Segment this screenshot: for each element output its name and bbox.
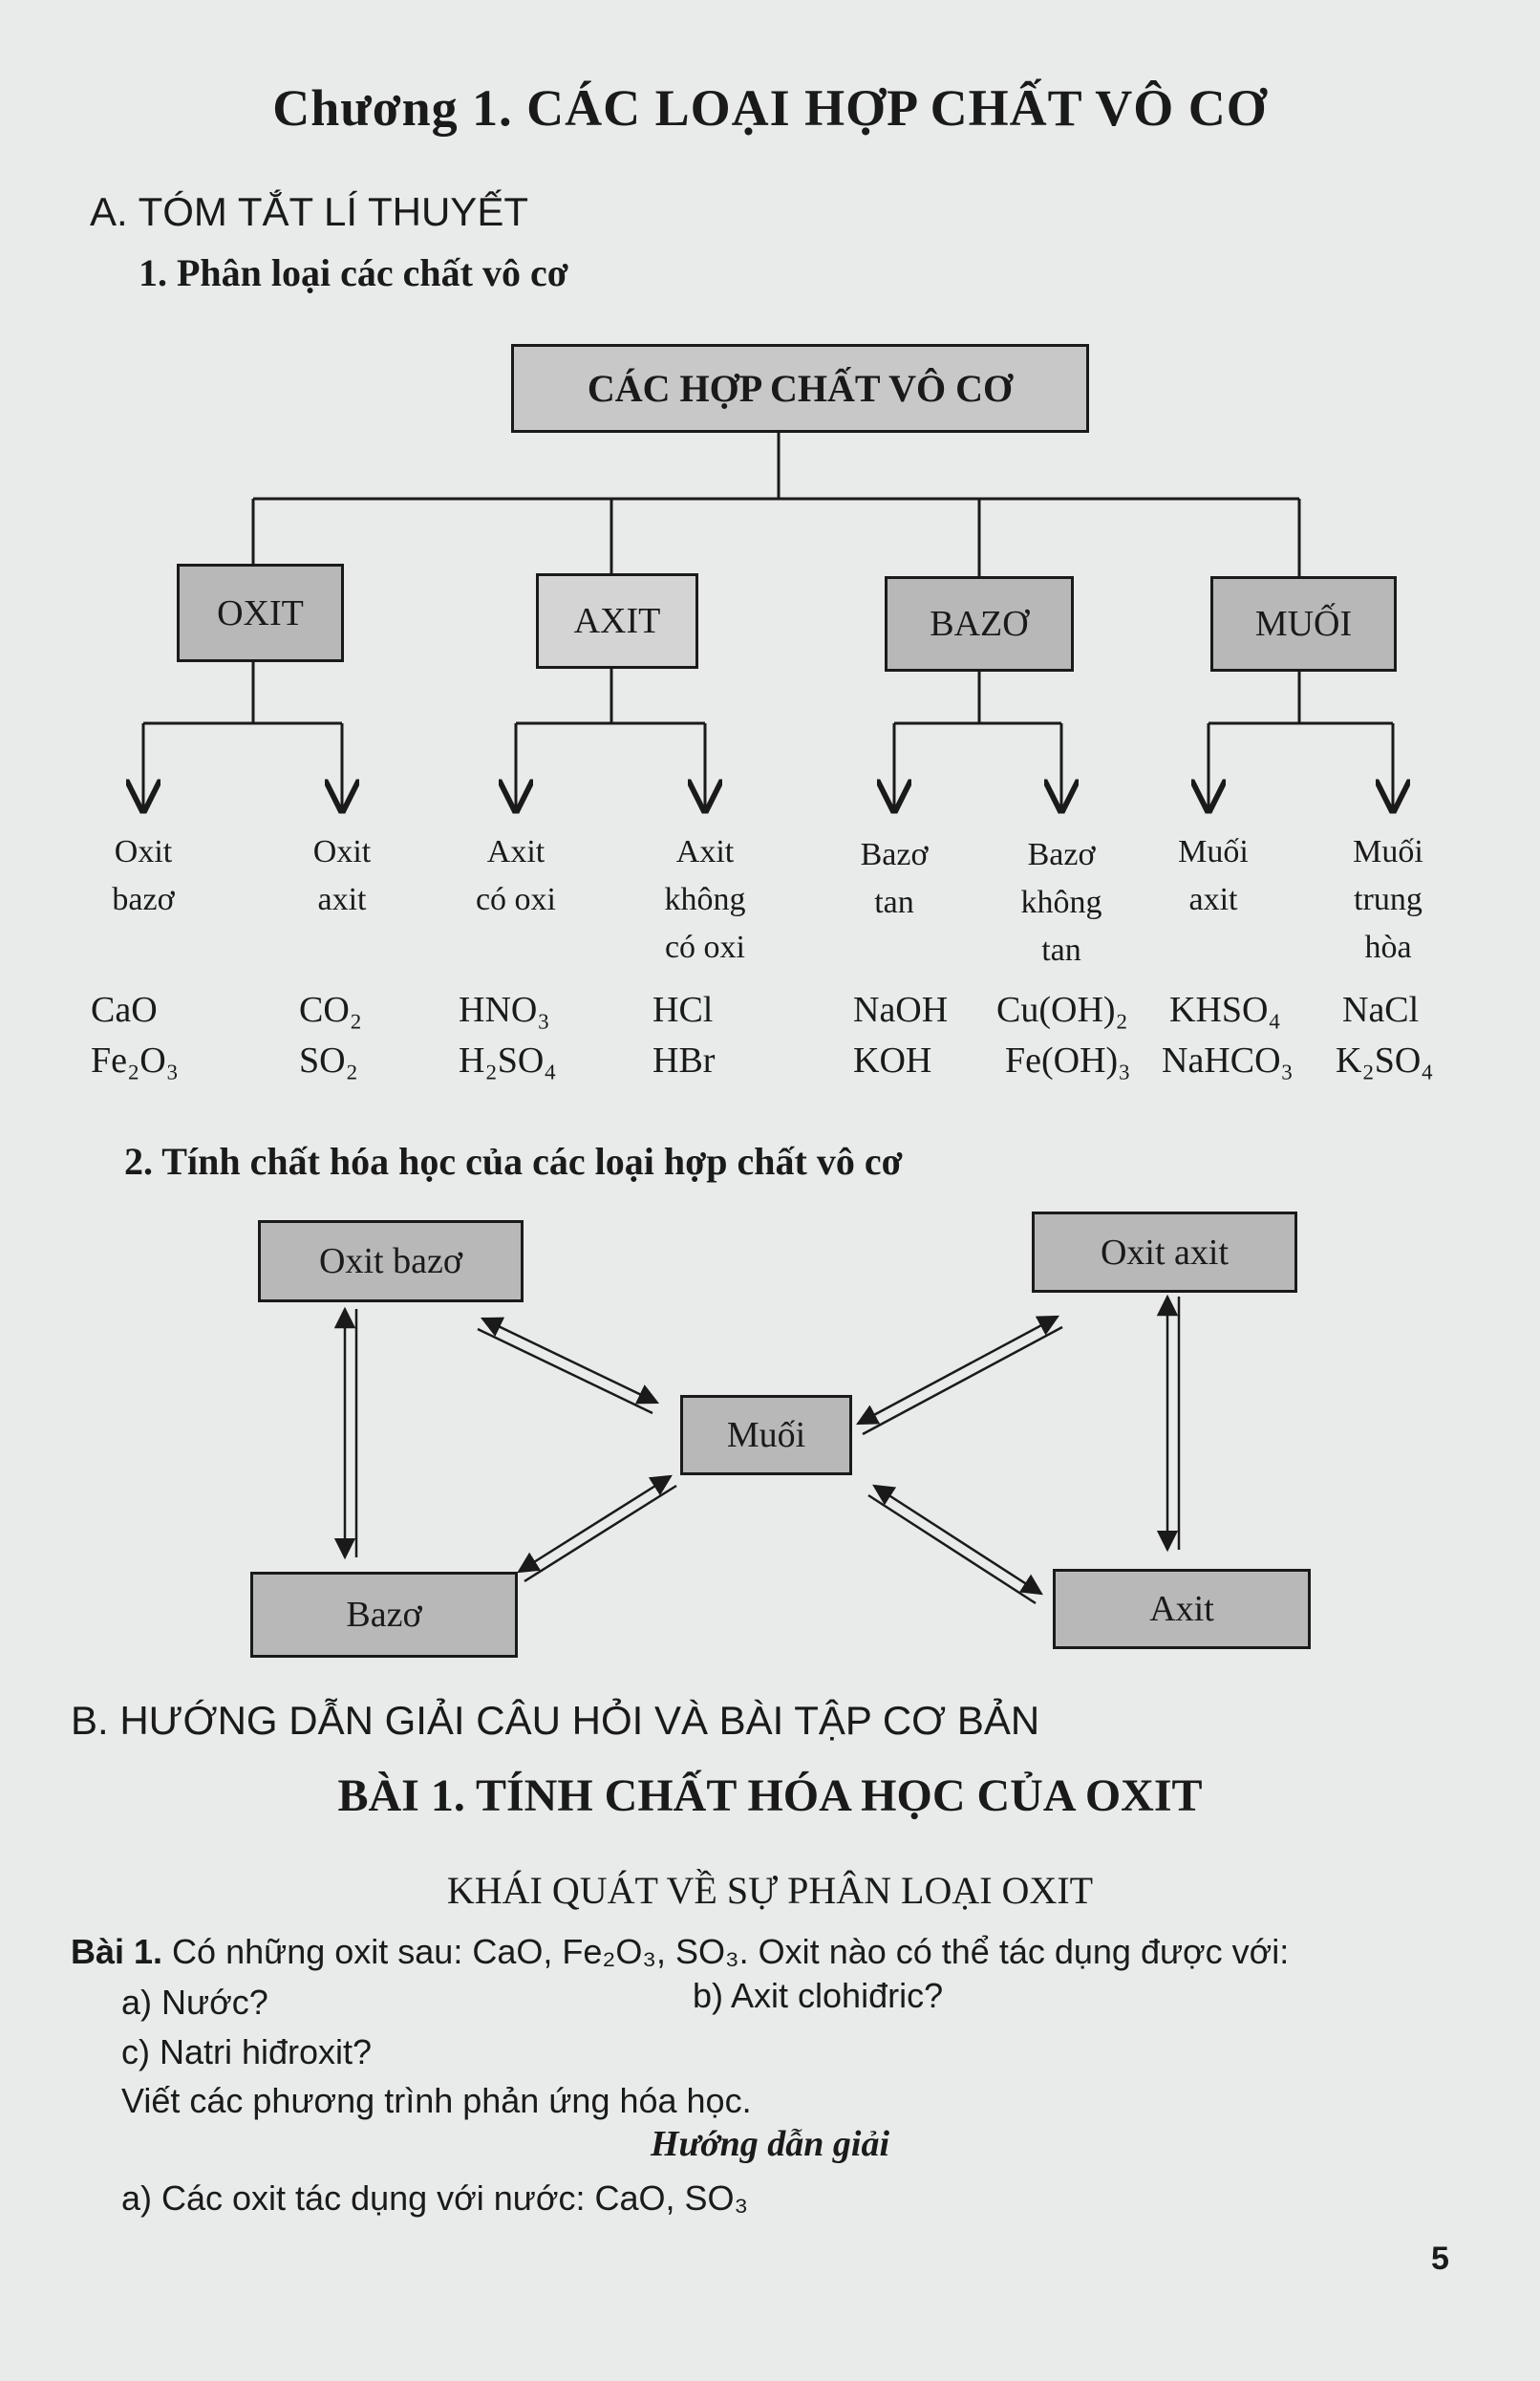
subsection-1-heading: 1. Phân loại các chất vô cơ [139,251,568,294]
example-oxit-axit-1: CO₂ [299,990,363,1030]
node-muoi: Muối [680,1395,852,1475]
example-muoi-trung-hoa-1: NaCl [1342,990,1420,1030]
leaf-bazo-khong-tan: Bazơ không tan [1020,837,1102,968]
node-oxit-axit: Oxit axit [1032,1212,1297,1293]
group-label-axit: AXIT [573,601,661,641]
group-box-axit: AXIT [536,573,698,669]
leaf-muoi-trung-hoa: Muối trung hòa [1353,834,1423,965]
leaf-bazo-tan: Bazơ tan [860,837,929,920]
leaf-muoi-axit: Muối axit [1178,834,1249,917]
page-number: 5 [1431,2241,1449,2277]
example-bazo-tan-1: NaOH [853,990,949,1030]
exercise-1-prompt: Bài 1. Có những oxit sau: CaO, Fe₂O₃, SO… [71,1932,1290,1971]
exercise-option-a: a) Nước? [121,1983,268,2022]
exercise-option-c: c) Natri hiđroxit? [121,2032,373,2071]
leaf-oxit-axit: Oxit axit [312,834,372,917]
answer-a: a) Các oxit tác dụng với nước: CaO, SO₃ [121,2178,749,2218]
example-axit-khong-oxi-1: HCl [652,990,714,1030]
example-axit-khong-oxi-2: HBr [652,1040,716,1081]
tree-root-box: CÁC HỢP CHẤT VÔ CƠ [511,344,1089,433]
tree-root-label: CÁC HỢP CHẤT VÔ CƠ [587,367,1014,410]
lesson-subtitle: KHÁI QUÁT VỀ SỰ PHÂN LOẠI OXIT [446,1869,1094,1912]
group-box-oxit: OXIT [177,564,344,662]
subsection-2-heading: 2. Tính chất hóa học của các loại hợp ch… [124,1140,903,1183]
example-muoi-axit-1: KHSO₄ [1169,990,1281,1030]
group-box-muoi: MUỐI [1210,576,1397,672]
example-bazo-khong-tan-1: Cu(OH)₂ [996,990,1128,1030]
group-label-bazo: BAZƠ [930,604,1029,644]
leaf-axit-co-oxi: Axit có oxi [475,834,557,917]
example-axit-co-oxi-2: H₂SO₄ [459,1040,557,1081]
example-bazo-khong-tan-2: Fe(OH)₃ [1005,1040,1131,1081]
example-muoi-axit-2: NaHCO₃ [1162,1040,1294,1081]
exercise-instruction: Viết các phương trình phản ứng hóa học. [121,2081,752,2120]
chapter-title: Chương 1. CÁC LOẠI HỢP CHẤT VÔ CƠ [272,79,1268,137]
exercise-label: Bài 1. [71,1932,163,1971]
node-bazo: Bazơ [250,1572,518,1658]
example-bazo-tan-2: KOH [853,1040,932,1081]
group-box-bazo: BAZƠ [885,576,1074,672]
lesson-title: BÀI 1. TÍNH CHẤT HÓA HỌC CỦA OXIT [337,1770,1203,1821]
group-label-oxit: OXIT [217,592,304,633]
example-oxit-bazo-1: CaO [91,990,158,1030]
example-axit-co-oxi-1: HNO₃ [459,990,550,1030]
example-oxit-axit-2: SO₂ [299,1040,358,1081]
section-a-heading: A. TÓM TẮT LÍ THUYẾT [90,189,528,234]
example-oxit-bazo-2: Fe₂O₃ [91,1040,179,1081]
leaf-oxit-bazo: Oxit bazơ [112,834,175,917]
guide-title: Hướng dẫn giải [650,2124,890,2164]
node-axit: Axit [1053,1569,1311,1649]
node-oxit-bazo: Oxit bazơ [258,1220,524,1302]
group-label-muoi: MUỐI [1254,604,1353,644]
example-muoi-trung-hoa-2: K₂SO₄ [1336,1040,1434,1081]
section-b-heading: B. HƯỚNG DẪN GIẢI CÂU HỎI VÀ BÀI TẬP CƠ … [71,1698,1040,1743]
exercise-option-b: b) Axit clohiđric? [693,1976,944,2015]
leaf-axit-khong-co-oxi: Axit không có oxi [664,834,746,965]
